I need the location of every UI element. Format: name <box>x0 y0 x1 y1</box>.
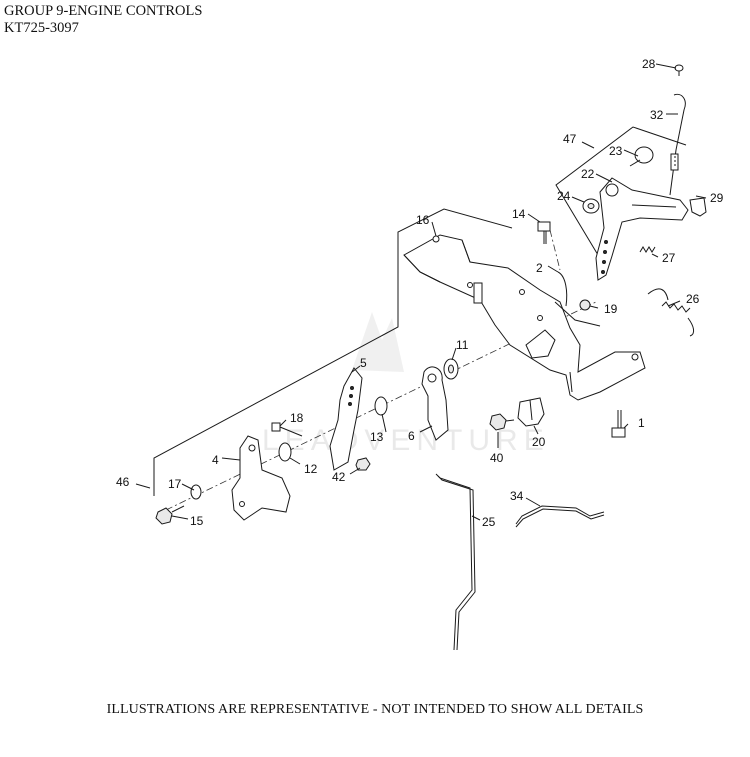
part-17-washer <box>190 484 202 500</box>
callout-15: 15 <box>190 514 204 528</box>
callout-26: 26 <box>686 292 700 306</box>
callout-47: 47 <box>563 132 577 146</box>
leader-lines <box>135 63 707 521</box>
part-5-bracket <box>329 367 363 471</box>
callout-12: 12 <box>304 462 318 476</box>
callout-24: 24 <box>557 189 571 203</box>
assembly-axis <box>165 229 597 511</box>
callout-25: 25 <box>482 515 496 529</box>
callout-34: 34 <box>510 489 524 503</box>
part-13-washer <box>374 396 388 416</box>
callout-28: 28 <box>642 57 656 71</box>
part-15-bolt <box>155 505 185 525</box>
part-18-bolt <box>271 422 303 437</box>
part-24-washer <box>582 198 600 214</box>
part-2-spring-wire <box>557 271 568 307</box>
part-6-lever <box>421 366 449 441</box>
callout-46: 46 <box>116 475 130 489</box>
callout-29: 29 <box>710 191 724 205</box>
watermark-text: LEADVENTURE <box>262 424 550 457</box>
callout-4: 4 <box>212 453 219 467</box>
callout-labels: 28 32 47 23 22 24 29 14 16 2 27 26 19 11… <box>116 57 724 529</box>
part-42-nut <box>355 457 371 471</box>
part-28-screw <box>674 64 684 76</box>
callout-18: 18 <box>290 411 304 425</box>
part-40-nut <box>489 413 515 431</box>
callout-11: 11 <box>456 338 469 352</box>
model-number: KT725-3097 <box>4 20 79 36</box>
callout-27: 27 <box>662 251 676 265</box>
callout-16: 16 <box>416 213 430 227</box>
part-23-knob <box>629 146 654 167</box>
watermark: LEADVENTURE <box>262 312 550 457</box>
callout-42: 42 <box>332 470 346 484</box>
part-29-clip <box>689 197 707 217</box>
callout-13: 13 <box>370 430 384 444</box>
callout-1: 1 <box>638 416 645 430</box>
part-34-rod <box>515 505 605 528</box>
callout-5: 5 <box>360 356 367 370</box>
part-14-bolt <box>537 221 551 244</box>
group-title: GROUP 9-ENGINE CONTROLS <box>4 3 203 19</box>
part-12-washer <box>278 442 292 462</box>
part-26-spring <box>647 288 695 337</box>
callout-19: 19 <box>604 302 618 316</box>
part-25-rod <box>435 473 476 651</box>
page-header: GROUP 9-ENGINE CONTROLS KT725-3097 <box>4 3 202 37</box>
part-16-main-bracket <box>403 234 646 401</box>
part-1-bolt <box>611 410 626 438</box>
part-4-bracket <box>231 435 291 521</box>
callout-32: 32 <box>650 108 664 122</box>
group-46-bracket <box>153 208 513 496</box>
callout-40: 40 <box>490 451 504 465</box>
part-11-washer <box>443 358 459 380</box>
callout-17: 17 <box>168 477 182 491</box>
group-47-bracket <box>555 126 687 256</box>
part-19-nut <box>579 299 591 311</box>
callout-22: 22 <box>581 167 595 181</box>
disclaimer-footer: ILLUSTRATIONS ARE REPRESENTATIVE - NOT I… <box>106 702 644 717</box>
part-27-spring <box>639 246 656 253</box>
callout-6: 6 <box>408 429 415 443</box>
part-20-clamp <box>517 397 545 427</box>
part-47-lever-assembly <box>595 177 689 281</box>
callout-14: 14 <box>512 207 526 221</box>
part-32-cable <box>669 93 686 196</box>
callout-2: 2 <box>536 261 543 275</box>
callout-20: 20 <box>532 435 546 449</box>
callout-23: 23 <box>609 144 623 158</box>
